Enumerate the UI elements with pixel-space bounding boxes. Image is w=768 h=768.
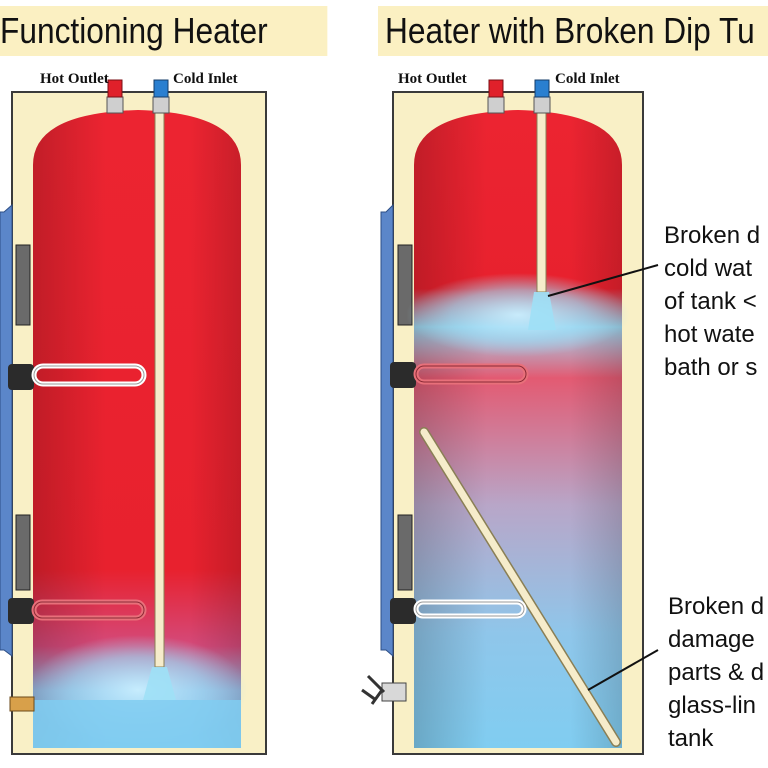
callout-line: tank: [668, 725, 714, 752]
thermostat-upper: [15, 244, 31, 326]
callout-broken-dip-tube: Broken d cold wat of tank < hot wate bat…: [664, 219, 760, 384]
cold-inlet-cap: [153, 79, 169, 98]
hot-outlet-cap: [488, 79, 504, 98]
title-text: Heater with Broken Dip Tu: [385, 10, 755, 51]
title-text: Functioning Heater: [0, 10, 268, 51]
callout-line: glass-lin: [668, 692, 757, 719]
lower-heating-element: [390, 598, 527, 624]
broken-dip-tube: [536, 111, 547, 293]
upper-heating-element: [390, 362, 529, 388]
thermostat-upper: [397, 244, 413, 326]
control-panel: [0, 203, 13, 657]
callout-pointer-dip-tube: [547, 264, 659, 297]
functioning-heater: [0, 79, 267, 755]
cold-inlet-fitting: [533, 96, 551, 114]
hot-outlet-fitting: [487, 96, 505, 114]
callout-line: hot wate: [664, 321, 755, 348]
cold-water-jet: [143, 667, 176, 700]
callout-line: parts & d: [668, 659, 765, 686]
cold-inlet-fitting: [152, 96, 170, 114]
callout-line: of tank <: [664, 288, 757, 315]
callout-line: cold wat: [664, 255, 753, 282]
callout-broken-debris: Broken d damage parts & d glass-lin tank: [668, 590, 764, 755]
callout-line: Broken d: [664, 222, 761, 249]
upper-heating-element: [8, 363, 147, 390]
drain-valve: [9, 696, 35, 712]
callout-line: Broken d: [668, 593, 765, 620]
dip-tube: [154, 111, 165, 668]
broken-dip-tube-heater: [361, 79, 659, 755]
control-panel: [380, 203, 394, 658]
hot-outlet-cap: [107, 79, 123, 98]
hot-outlet-label: Hot Outlet: [398, 71, 467, 87]
cold-inlet-cap: [534, 79, 550, 98]
hot-outlet-fitting: [106, 96, 124, 114]
callout-pointer-debris: [587, 649, 659, 691]
thermostat-lower: [15, 514, 31, 591]
lower-heating-element: [8, 598, 147, 624]
thermostat-lower: [397, 514, 413, 591]
callout-line: damage: [668, 626, 755, 653]
cold-water-jet: [528, 292, 556, 330]
cold-inlet-label: Cold Inlet: [555, 71, 620, 87]
drain-valve: [361, 674, 407, 705]
cold-inlet-label: Cold Inlet: [173, 71, 238, 87]
title-broken-dip-tube: Heater with Broken Dip Tu: [378, 6, 768, 56]
callout-line: bath or s: [664, 354, 758, 381]
cold-water-mist: [406, 273, 630, 357]
hot-outlet-label: Hot Outlet: [40, 71, 109, 87]
title-functioning-heater: Functioning Heater: [0, 6, 328, 56]
